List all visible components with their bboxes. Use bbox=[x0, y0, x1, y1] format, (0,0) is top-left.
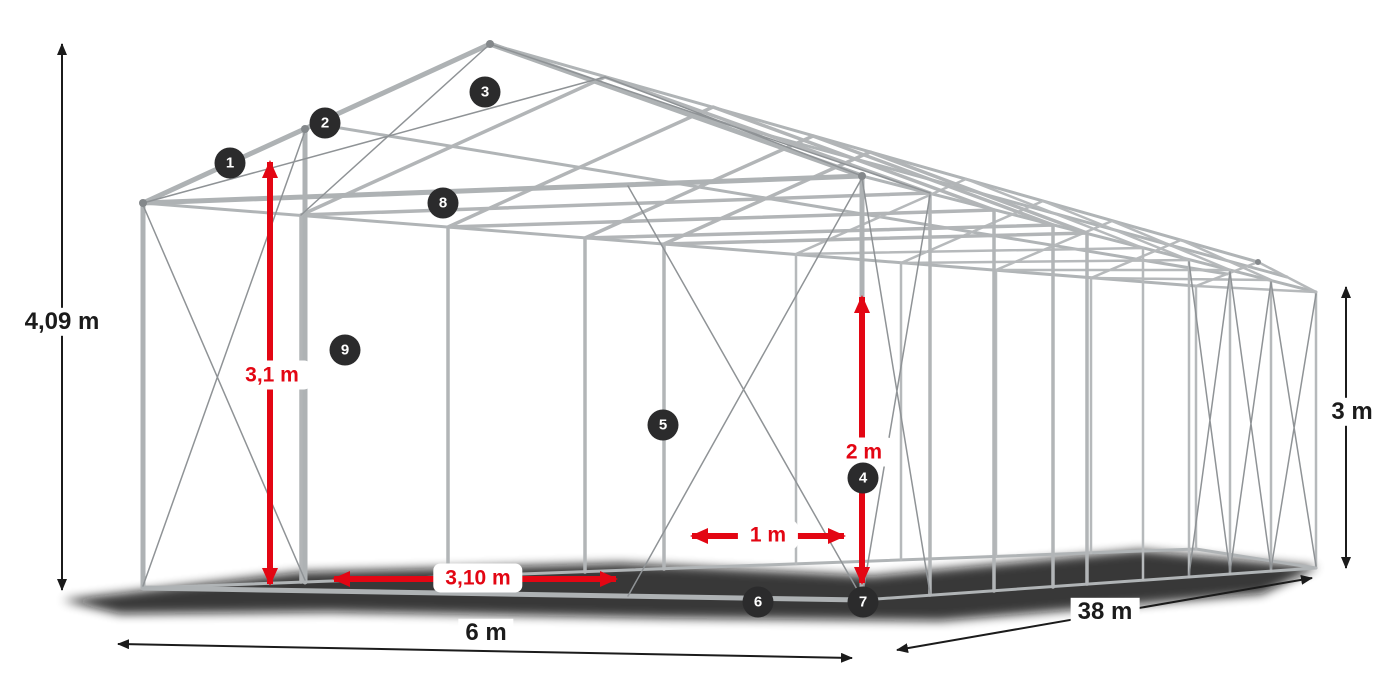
part-badge-2: 2 bbox=[309, 107, 341, 139]
bracing-cables bbox=[142, 43, 1317, 599]
part-badge-1: 1 bbox=[214, 147, 246, 179]
portal-frames-mid bbox=[299, 75, 1089, 597]
part-badge-5: 5 bbox=[647, 409, 679, 441]
part-badge-9: 9 bbox=[329, 334, 361, 366]
part-badge-8: 8 bbox=[427, 187, 459, 219]
frame-joints bbox=[139, 40, 1261, 265]
frame-structure bbox=[139, 40, 1318, 603]
part-badge-3: 3 bbox=[469, 76, 501, 108]
part-badge-6: 6 bbox=[742, 586, 774, 618]
length-label: 38 m bbox=[1070, 597, 1140, 627]
entrance-height-label: 3,1 m bbox=[233, 360, 311, 390]
door-height-label: 2 m bbox=[833, 437, 895, 467]
width-arrow bbox=[117, 639, 853, 663]
part-badge-7: 7 bbox=[847, 586, 879, 618]
total-height-label: 4,09 m bbox=[17, 307, 107, 337]
side-height-label: 3 m bbox=[1324, 397, 1380, 427]
front-gable-frame bbox=[140, 41, 865, 603]
door-width-label: 1 m bbox=[737, 520, 799, 550]
width-label: 6 m bbox=[458, 618, 514, 648]
entrance-width-label: 3,10 m bbox=[433, 563, 523, 593]
part-badge-4: 4 bbox=[847, 462, 879, 494]
